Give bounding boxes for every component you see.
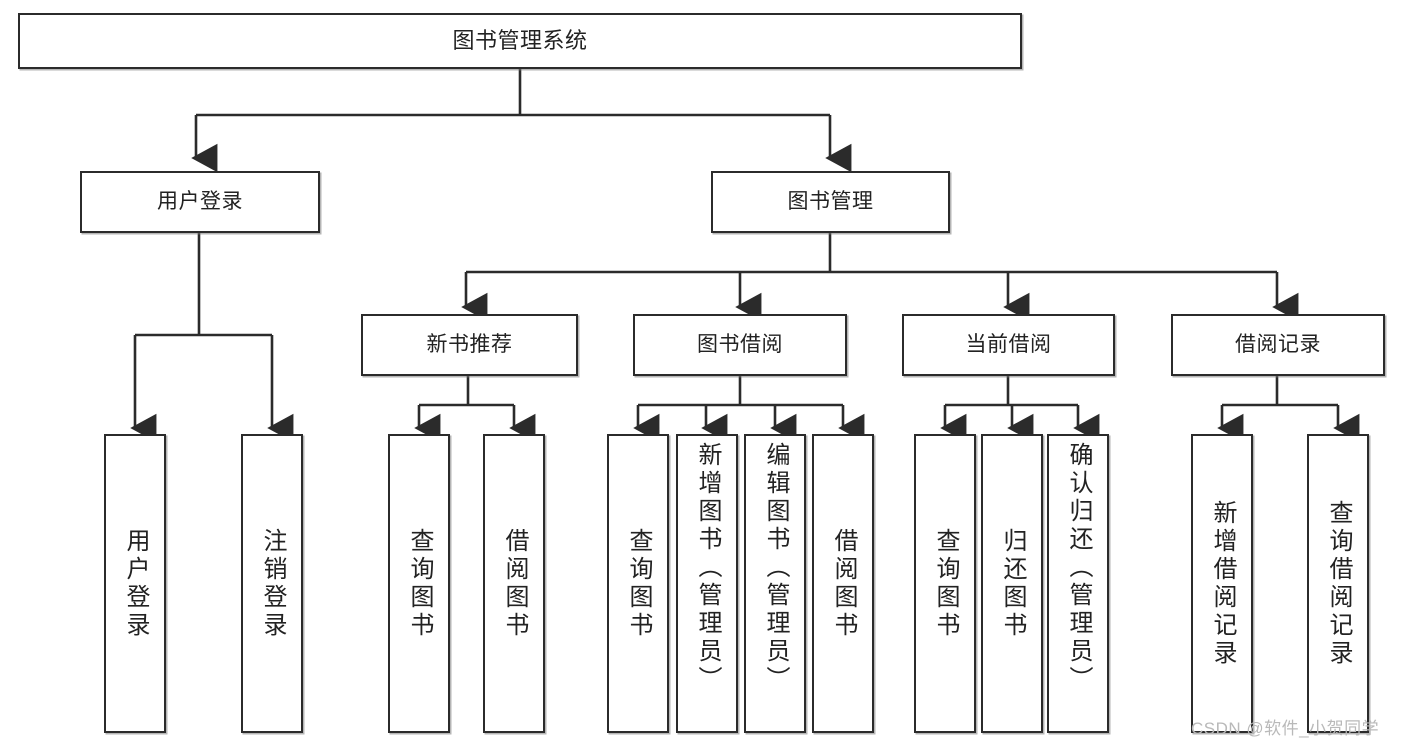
leaf-records-add-record[interactable]: 新增借阅记录 — [1191, 434, 1253, 733]
node-label: 用户登录 — [157, 189, 243, 213]
node-label: 图书借阅 — [697, 332, 783, 356]
node-book-management[interactable]: 图书管理 — [711, 171, 950, 233]
node-label: 新增借阅记录 — [1209, 499, 1236, 668]
leaf-borrow-query-book[interactable]: 查询图书 — [607, 434, 669, 733]
node-label: 图书管理 — [787, 189, 874, 213]
node-label: 查询图书 — [406, 527, 433, 640]
node-new-book-recommend[interactable]: 新书推荐 — [361, 314, 578, 376]
node-label: 当前借阅 — [965, 332, 1052, 356]
node-borrow-records[interactable]: 借阅记录 — [1171, 314, 1385, 376]
node-label: 确认归还（管理员） — [1065, 442, 1092, 694]
node-label: 查询借阅记录 — [1325, 499, 1352, 668]
node-label: 新增图书（管理员） — [694, 442, 721, 694]
node-label: 归还图书 — [999, 527, 1026, 640]
leaf-user-login-signout[interactable]: 注销登录 — [241, 434, 303, 733]
node-label: 编辑图书（管理员） — [762, 442, 789, 694]
node-root-system[interactable]: 图书管理系统 — [18, 13, 1022, 69]
node-label: 借阅图书 — [501, 527, 528, 640]
node-user-login[interactable]: 用户登录 — [80, 171, 320, 233]
csdn-watermark: CSDN @软件_小贺同学 — [1191, 719, 1380, 738]
node-label: 图书管理系统 — [452, 28, 588, 54]
leaf-borrow-edit-book-admin[interactable]: 编辑图书（管理员） — [744, 434, 806, 733]
leaf-borrow-borrow-book[interactable]: 借阅图书 — [812, 434, 874, 733]
node-label: 借阅图书 — [830, 527, 857, 640]
leaf-new-books-query[interactable]: 查询图书 — [388, 434, 450, 733]
node-current-borrow[interactable]: 当前借阅 — [902, 314, 1115, 376]
node-book-borrow[interactable]: 图书借阅 — [633, 314, 847, 376]
leaf-new-books-borrow[interactable]: 借阅图书 — [483, 434, 545, 733]
node-label: 用户登录 — [122, 527, 149, 640]
leaf-current-return-book[interactable]: 归还图书 — [981, 434, 1043, 733]
node-label: 查询图书 — [625, 527, 652, 640]
leaf-current-query-book[interactable]: 查询图书 — [914, 434, 976, 733]
leaf-user-login-signin[interactable]: 用户登录 — [104, 434, 166, 733]
node-label: 新书推荐 — [426, 332, 513, 356]
node-label: 查询图书 — [932, 527, 959, 640]
leaf-current-confirm-return-admin[interactable]: 确认归还（管理员） — [1047, 434, 1109, 733]
node-label: 借阅记录 — [1235, 332, 1321, 356]
leaf-records-query-record[interactable]: 查询借阅记录 — [1307, 434, 1369, 733]
node-label: 注销登录 — [259, 527, 286, 640]
leaf-borrow-add-book-admin[interactable]: 新增图书（管理员） — [676, 434, 738, 733]
